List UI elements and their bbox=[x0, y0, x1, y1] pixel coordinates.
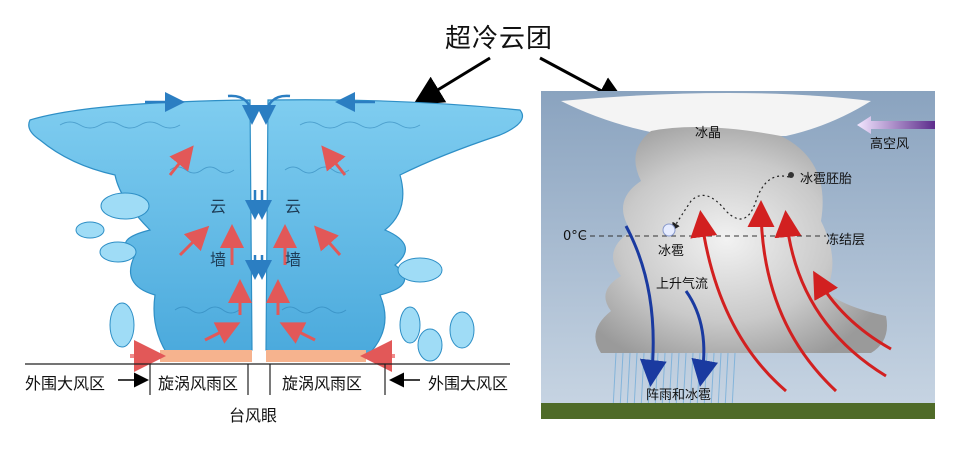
hail-cloud-illustration bbox=[541, 91, 935, 419]
eyewall-base-right bbox=[266, 350, 366, 362]
updraft-arrows bbox=[690, 200, 892, 393]
updraft-arrows bbox=[168, 145, 347, 344]
small-cloud bbox=[75, 221, 105, 239]
anvil-cloud bbox=[561, 93, 871, 136]
hail-embryo-label: 冰雹胚胎 bbox=[800, 172, 853, 187]
cloud-wall-label-left-cloud: 云 bbox=[210, 197, 227, 216]
hail-cloud-diagram bbox=[541, 91, 935, 419]
right-cloud-mass bbox=[265, 99, 524, 360]
region-dividers bbox=[149, 364, 386, 395]
ice-crystal-label: 冰晶 bbox=[695, 126, 722, 141]
high-wind-label: 高空风 bbox=[870, 137, 910, 152]
outflow-arrows bbox=[145, 92, 375, 280]
diagram-title: 超冷云团 bbox=[445, 24, 554, 54]
typhoon-eye-label: 台风眼 bbox=[229, 406, 278, 425]
hail-label: 冰雹 bbox=[658, 244, 685, 259]
small-cloud bbox=[109, 302, 135, 348]
outer-wind-zone-left: 外围大风区 bbox=[25, 374, 106, 393]
typhoon-illustration bbox=[25, 92, 524, 395]
downdraft-arrows bbox=[624, 225, 719, 387]
small-cloud bbox=[399, 306, 421, 344]
high-wind-arrow bbox=[857, 116, 935, 134]
small-cloud bbox=[449, 311, 475, 349]
hail-embryo-dot bbox=[788, 172, 794, 178]
outer-wind-zone-right: 外围大风区 bbox=[428, 374, 509, 393]
small-cloud bbox=[99, 241, 137, 263]
small-cloud bbox=[100, 192, 150, 220]
rain-and-hail-label: 阵雨和冰雹 bbox=[646, 388, 712, 403]
cloud-wall-label-right-cloud: 云 bbox=[285, 197, 302, 216]
hail-stone bbox=[662, 223, 676, 237]
typhoon-diagram bbox=[0, 80, 530, 420]
freezing-level-label: 冻结层 bbox=[826, 233, 866, 248]
cloud-texture bbox=[59, 121, 421, 314]
ground bbox=[541, 403, 935, 419]
updraft-label: 上升气流 bbox=[656, 277, 709, 292]
zero-celsius-label: 0°C bbox=[563, 229, 587, 244]
eyewall-base-left bbox=[160, 350, 252, 362]
small-cloud bbox=[397, 257, 443, 283]
small-cloud bbox=[417, 328, 443, 362]
eyewall-rain-zone-left: 旋涡风雨区 bbox=[158, 374, 239, 393]
cloud-wall-label-left-wall: 墙 bbox=[210, 250, 227, 269]
eyewall-rain-zone-right: 旋涡风雨区 bbox=[282, 374, 363, 393]
cloud-wall-label-right-wall: 墙 bbox=[285, 250, 302, 269]
left-cloud-mass bbox=[28, 99, 253, 359]
